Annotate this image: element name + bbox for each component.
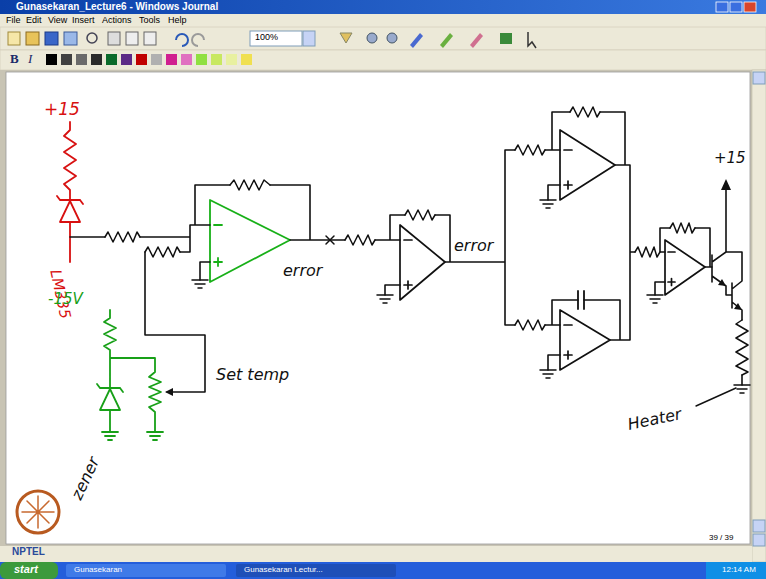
menu-item: File	[6, 15, 21, 25]
start-label: start	[14, 563, 38, 576]
journal-page	[6, 72, 750, 544]
pen-icon	[410, 33, 423, 48]
canvas-ground	[0, 70, 752, 546]
minimize-button	[716, 2, 728, 12]
vertical-scrollbar	[752, 70, 766, 562]
scroll-arrow	[753, 520, 765, 532]
taskbar-button	[66, 564, 226, 577]
window-title: Gunasekaran_Lecture6 - Windows Journal	[16, 1, 218, 13]
tool-icon	[64, 32, 77, 45]
tool-icon	[8, 32, 20, 45]
emitter-arrow	[718, 279, 742, 310]
page-counter: 39 / 39	[709, 533, 733, 542]
tool-icon	[387, 33, 397, 43]
nptel-logo	[17, 491, 59, 533]
menu-item: Insert	[72, 15, 95, 25]
tool-icon	[126, 32, 138, 45]
color-swatch	[46, 54, 57, 65]
scroll-arrow	[753, 72, 765, 84]
supply-arrow	[721, 179, 731, 190]
clock: 12:14 AM	[722, 565, 756, 574]
tool-icon	[144, 32, 156, 45]
pointer-icon	[528, 32, 536, 48]
tool-icon	[26, 32, 39, 45]
zoom-dropdown	[303, 31, 315, 46]
color-swatch	[106, 54, 117, 65]
color-swatch	[226, 54, 237, 65]
nptel-logo-spokes	[22, 496, 54, 528]
transistor-symbol	[712, 190, 742, 320]
supply-label: +15	[44, 100, 80, 120]
color-swatch	[181, 54, 192, 65]
menu-item: Help	[168, 15, 187, 25]
supply-label: +15	[714, 150, 746, 167]
zoom-box	[250, 31, 302, 46]
start-button	[0, 562, 58, 579]
wiper-arrow	[165, 388, 173, 396]
redo-icon	[192, 34, 204, 46]
error-amplifier	[210, 200, 290, 282]
eraser-icon	[470, 33, 483, 48]
signal-label: error	[283, 262, 322, 280]
menu-item: Tools	[139, 15, 160, 25]
toolbar-icons	[8, 31, 536, 48]
highlighter-icon	[440, 33, 453, 48]
color-swatch	[91, 54, 102, 65]
zoom-value: 100%	[255, 32, 278, 42]
color-swatch	[241, 54, 252, 65]
zener-reference	[97, 310, 163, 440]
logo-text: NPTEL	[12, 546, 45, 558]
undo-icon	[176, 34, 188, 46]
signal-label: error	[454, 237, 493, 255]
taskbar-label: Gunasekaran Lectur...	[244, 565, 323, 574]
tool-icon	[367, 33, 377, 43]
color-swatch	[136, 54, 147, 65]
leader-line	[696, 388, 736, 406]
scroll-arrow	[753, 534, 765, 546]
menu-bar	[0, 14, 766, 27]
signal-label: Set temp	[216, 366, 289, 384]
title-bar	[0, 0, 766, 14]
italic-button: I	[28, 52, 32, 67]
menu-item: Actions	[102, 15, 132, 25]
format-bar	[0, 50, 766, 70]
tool-icon	[108, 32, 120, 45]
break-mark	[326, 236, 334, 244]
color-swatch	[166, 54, 177, 65]
color-swatch	[196, 54, 207, 65]
capacitor-symbol	[578, 291, 584, 309]
taskbar-button	[236, 564, 396, 577]
tool-icon	[500, 33, 512, 44]
taskbar	[0, 562, 766, 579]
supply-label: -15V	[48, 291, 83, 308]
color-swatch	[211, 54, 222, 65]
ground-symbol	[192, 200, 750, 393]
tool-icon	[45, 32, 58, 45]
maximize-button	[730, 2, 742, 12]
color-swatch	[76, 54, 87, 65]
color-swatch	[151, 54, 162, 65]
toolbar	[0, 27, 766, 50]
menu-item: Edit	[26, 15, 42, 25]
menu-item: View	[48, 15, 67, 25]
bold-button: B	[10, 52, 19, 67]
tool-icon	[87, 33, 97, 43]
close-button	[744, 2, 756, 12]
lm335-sensor	[57, 122, 83, 262]
resistor-symbol	[105, 107, 748, 375]
status-strip	[0, 546, 752, 562]
color-swatch	[121, 54, 132, 65]
taskbar-label: Gunasekaran	[74, 565, 122, 574]
tool-icon	[340, 33, 352, 43]
system-tray	[706, 562, 766, 579]
color-palette	[46, 54, 252, 65]
color-swatch	[61, 54, 72, 65]
